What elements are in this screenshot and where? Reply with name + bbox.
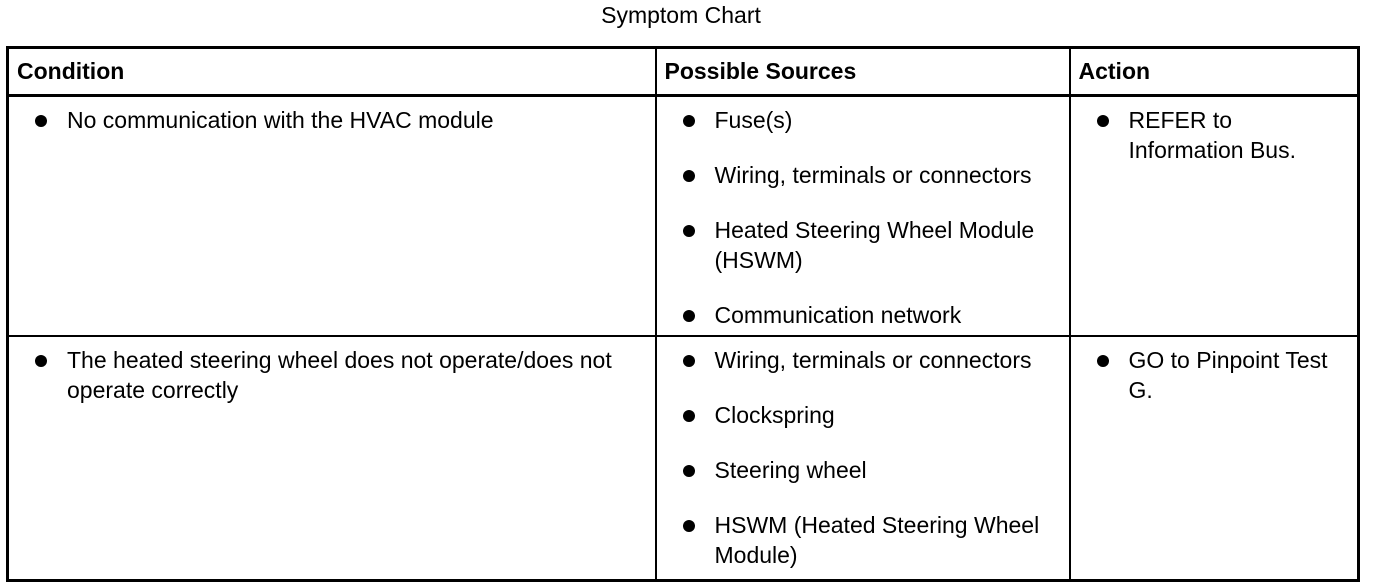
bullet-icon <box>682 355 695 367</box>
source-text: Wiring, terminals or connectors <box>714 347 1032 373</box>
condition-text: No communication with the HVAC module <box>67 107 494 133</box>
list-item: Fuse(s) <box>681 105 1065 135</box>
bullet-icon <box>35 115 47 127</box>
bullet-icon <box>682 465 695 477</box>
list-item: Communication network <box>681 300 1065 330</box>
bullet-icon <box>682 225 695 237</box>
action-text: GO to Pinpoint Test G. <box>1128 347 1328 403</box>
header-row: Condition Possible Sources Action <box>6 46 1360 97</box>
header-possible-sources: Possible Sources <box>654 46 1071 97</box>
list-item: Wiring, terminals or connectors <box>681 345 1065 375</box>
bullet-icon <box>682 310 695 322</box>
list-item: No communication with the HVAC module <box>33 105 651 135</box>
sources-cell: Fuse(s) Wiring, terminals or connectors … <box>654 94 1071 337</box>
source-text: Clockspring <box>714 402 835 428</box>
action-cell: GO to Pinpoint Test G. <box>1068 335 1360 582</box>
bullet-icon <box>682 170 695 182</box>
bullet-icon <box>35 355 47 367</box>
condition-cell: The heated steering wheel does not opera… <box>6 335 657 582</box>
symptom-table: Condition Possible Sources Action No com… <box>6 46 1360 582</box>
bullet-icon <box>682 520 695 532</box>
condition-cell: No communication with the HVAC module <box>6 94 657 337</box>
list-item: GO to Pinpoint Test G. <box>1095 345 1354 405</box>
source-text: Heated Steering Wheel Module (HSWM) <box>714 217 1035 273</box>
list-item: Heated Steering Wheel Module (HSWM) <box>681 215 1065 275</box>
source-text: Steering wheel <box>714 457 867 483</box>
table-row: The heated steering wheel does not opera… <box>6 335 1360 582</box>
source-text: Communication network <box>714 302 962 328</box>
source-text: HSWM (Heated Steering Wheel Module) <box>714 512 1040 568</box>
list-item: Clockspring <box>681 400 1065 430</box>
list-item: The heated steering wheel does not opera… <box>33 345 651 405</box>
condition-text: The heated steering wheel does not opera… <box>67 347 612 403</box>
source-text: Fuse(s) <box>714 107 793 133</box>
list-item: Wiring, terminals or connectors <box>681 160 1065 190</box>
list-item: Steering wheel <box>681 455 1065 485</box>
action-text: REFER to Information Bus. <box>1128 107 1296 163</box>
list-item: REFER to Information Bus. <box>1095 105 1354 165</box>
bullet-icon <box>1096 115 1109 127</box>
chart-title: Symptom Chart <box>601 2 761 28</box>
header-condition: Condition <box>6 46 657 97</box>
sources-cell: Wiring, terminals or connectors Clockspr… <box>654 335 1071 582</box>
source-text: Wiring, terminals or connectors <box>714 162 1032 188</box>
bullet-icon <box>1096 355 1109 367</box>
table-row: No communication with the HVAC module Fu… <box>6 94 1360 337</box>
bullet-icon <box>682 115 695 127</box>
list-item: HSWM (Heated Steering Wheel Module) <box>681 510 1065 570</box>
header-action: Action <box>1068 46 1360 97</box>
action-cell: REFER to Information Bus. <box>1068 94 1360 337</box>
bullet-icon <box>682 410 695 422</box>
